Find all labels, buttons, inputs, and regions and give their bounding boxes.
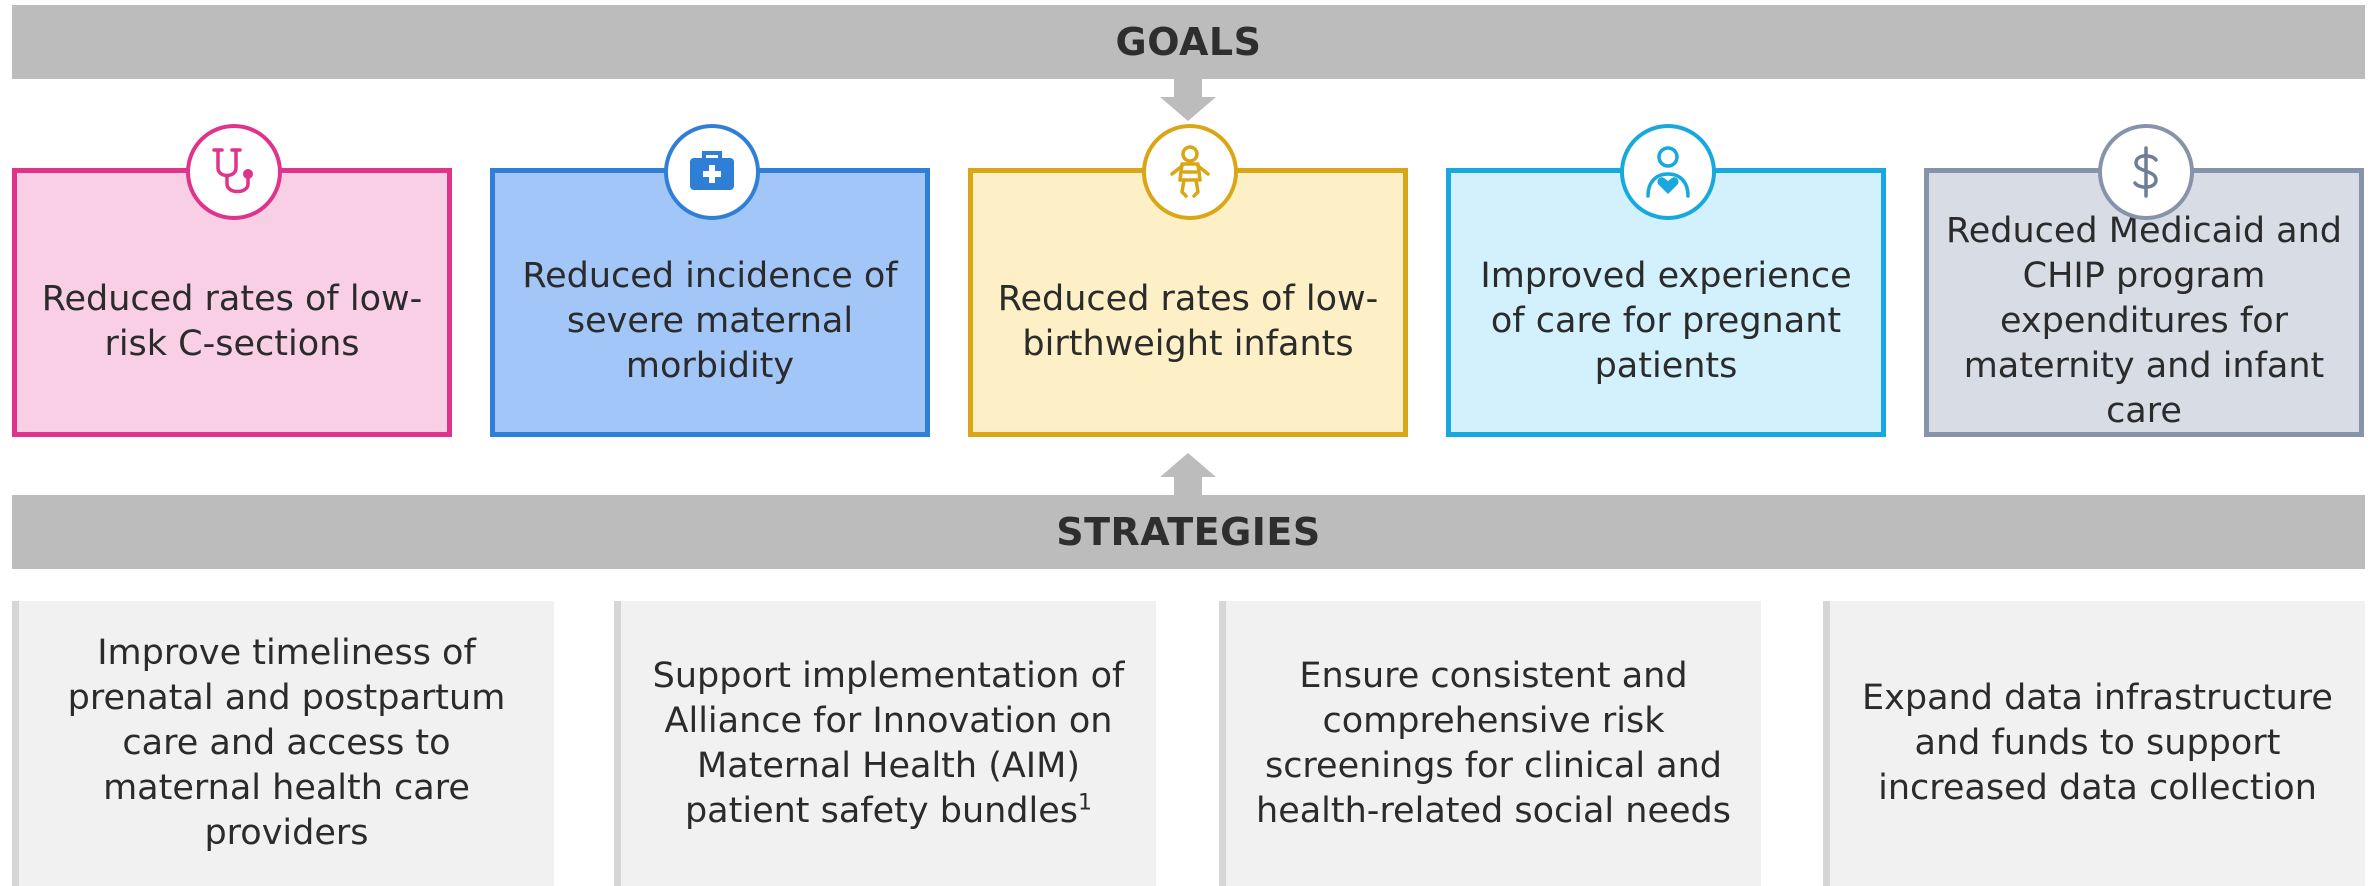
goal-label: Reduced Medicaid and CHIP program expend… [1945, 211, 2343, 431]
strategy-box-risk-screenings: Ensure consistent and comprehensive risk… [1219, 601, 1761, 886]
goal-box-experience-of-care: Improved experience of care for pregnant… [1446, 168, 1886, 437]
goals-banner: GOALS [12, 5, 2365, 79]
stethoscope-icon [186, 124, 282, 220]
strategy-label: Support implementation of Alliance for I… [651, 654, 1126, 834]
goals-title: GOALS [1115, 20, 1262, 64]
goal-label: Improved experience of care for pregnant… [1480, 256, 1852, 386]
person-heart-icon [1620, 124, 1716, 220]
goal-label: Reduced rates of low-birthweight infants [997, 278, 1379, 364]
strategy-box-aim-bundles: Support implementation of Alliance for I… [614, 601, 1156, 886]
goal-label: Reduced incidence of severe maternal mor… [522, 256, 898, 386]
goal-label: Reduced rates of low-risk C-sections [41, 278, 423, 364]
baby-icon [1142, 124, 1238, 220]
footnote-marker: 1 [1078, 789, 1093, 815]
strategy-label: Improve timeliness of prenatal and postp… [67, 633, 506, 853]
strategies-title: STRATEGIES [1056, 510, 1321, 554]
goals-down-arrow [1160, 79, 1216, 121]
medical-kit-icon [664, 124, 760, 220]
dollar-icon [2098, 124, 2194, 220]
strategy-text: Support implementation of Alliance for I… [652, 655, 1125, 831]
strategy-label: Expand data infrastructure and funds to … [1862, 678, 2333, 808]
strategies-banner: STRATEGIES [12, 495, 2365, 569]
strategies-up-arrow [1160, 453, 1216, 495]
strategy-box-data-infrastructure: Expand data infrastructure and funds to … [1823, 601, 2365, 886]
strategy-box-timeliness: Improve timeliness of prenatal and postp… [12, 601, 554, 886]
strategy-label: Ensure consistent and comprehensive risk… [1256, 655, 1731, 831]
